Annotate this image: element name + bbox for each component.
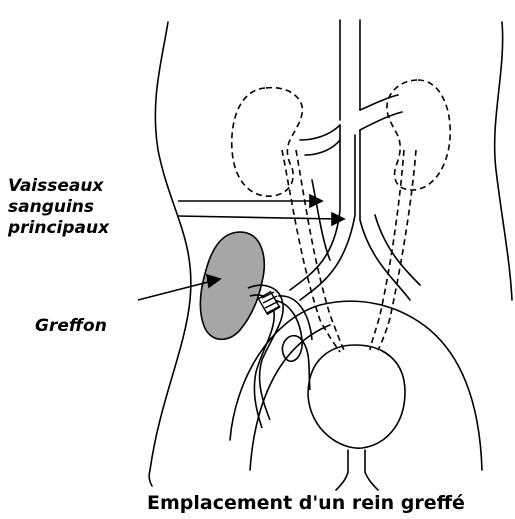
vessels-label-line-1: Vaisseaux <box>8 176 178 197</box>
bladder <box>308 345 405 448</box>
graft-label: Greffon <box>35 316 107 337</box>
caption: Emplacement d'un rein greffé <box>147 492 465 514</box>
vessels-label-line-3: principaux <box>8 218 178 239</box>
renal-vessel-right <box>360 95 402 130</box>
native-kidney-right <box>387 80 450 190</box>
pelvis-contour <box>230 301 482 470</box>
vessels-label: Vaisseaux sanguins principaux <box>8 176 178 239</box>
aorta <box>340 20 360 120</box>
native-kidney-left <box>232 88 303 197</box>
native-ureter-right-2 <box>378 150 416 350</box>
arrow-vessel-2-line <box>178 216 338 219</box>
iliac-vessel-left-2 <box>312 180 330 260</box>
iliac-vessel-right <box>360 130 420 300</box>
native-ureter-left <box>282 150 340 352</box>
renal-vessel-left <box>300 125 340 155</box>
urethra <box>336 450 378 490</box>
native-ureter-right <box>370 150 404 350</box>
torso-left-outline <box>149 22 191 486</box>
torso-right-outline <box>495 22 512 300</box>
graft-ureter <box>270 300 310 390</box>
vessels-label-line-2: sanguins <box>8 197 178 218</box>
